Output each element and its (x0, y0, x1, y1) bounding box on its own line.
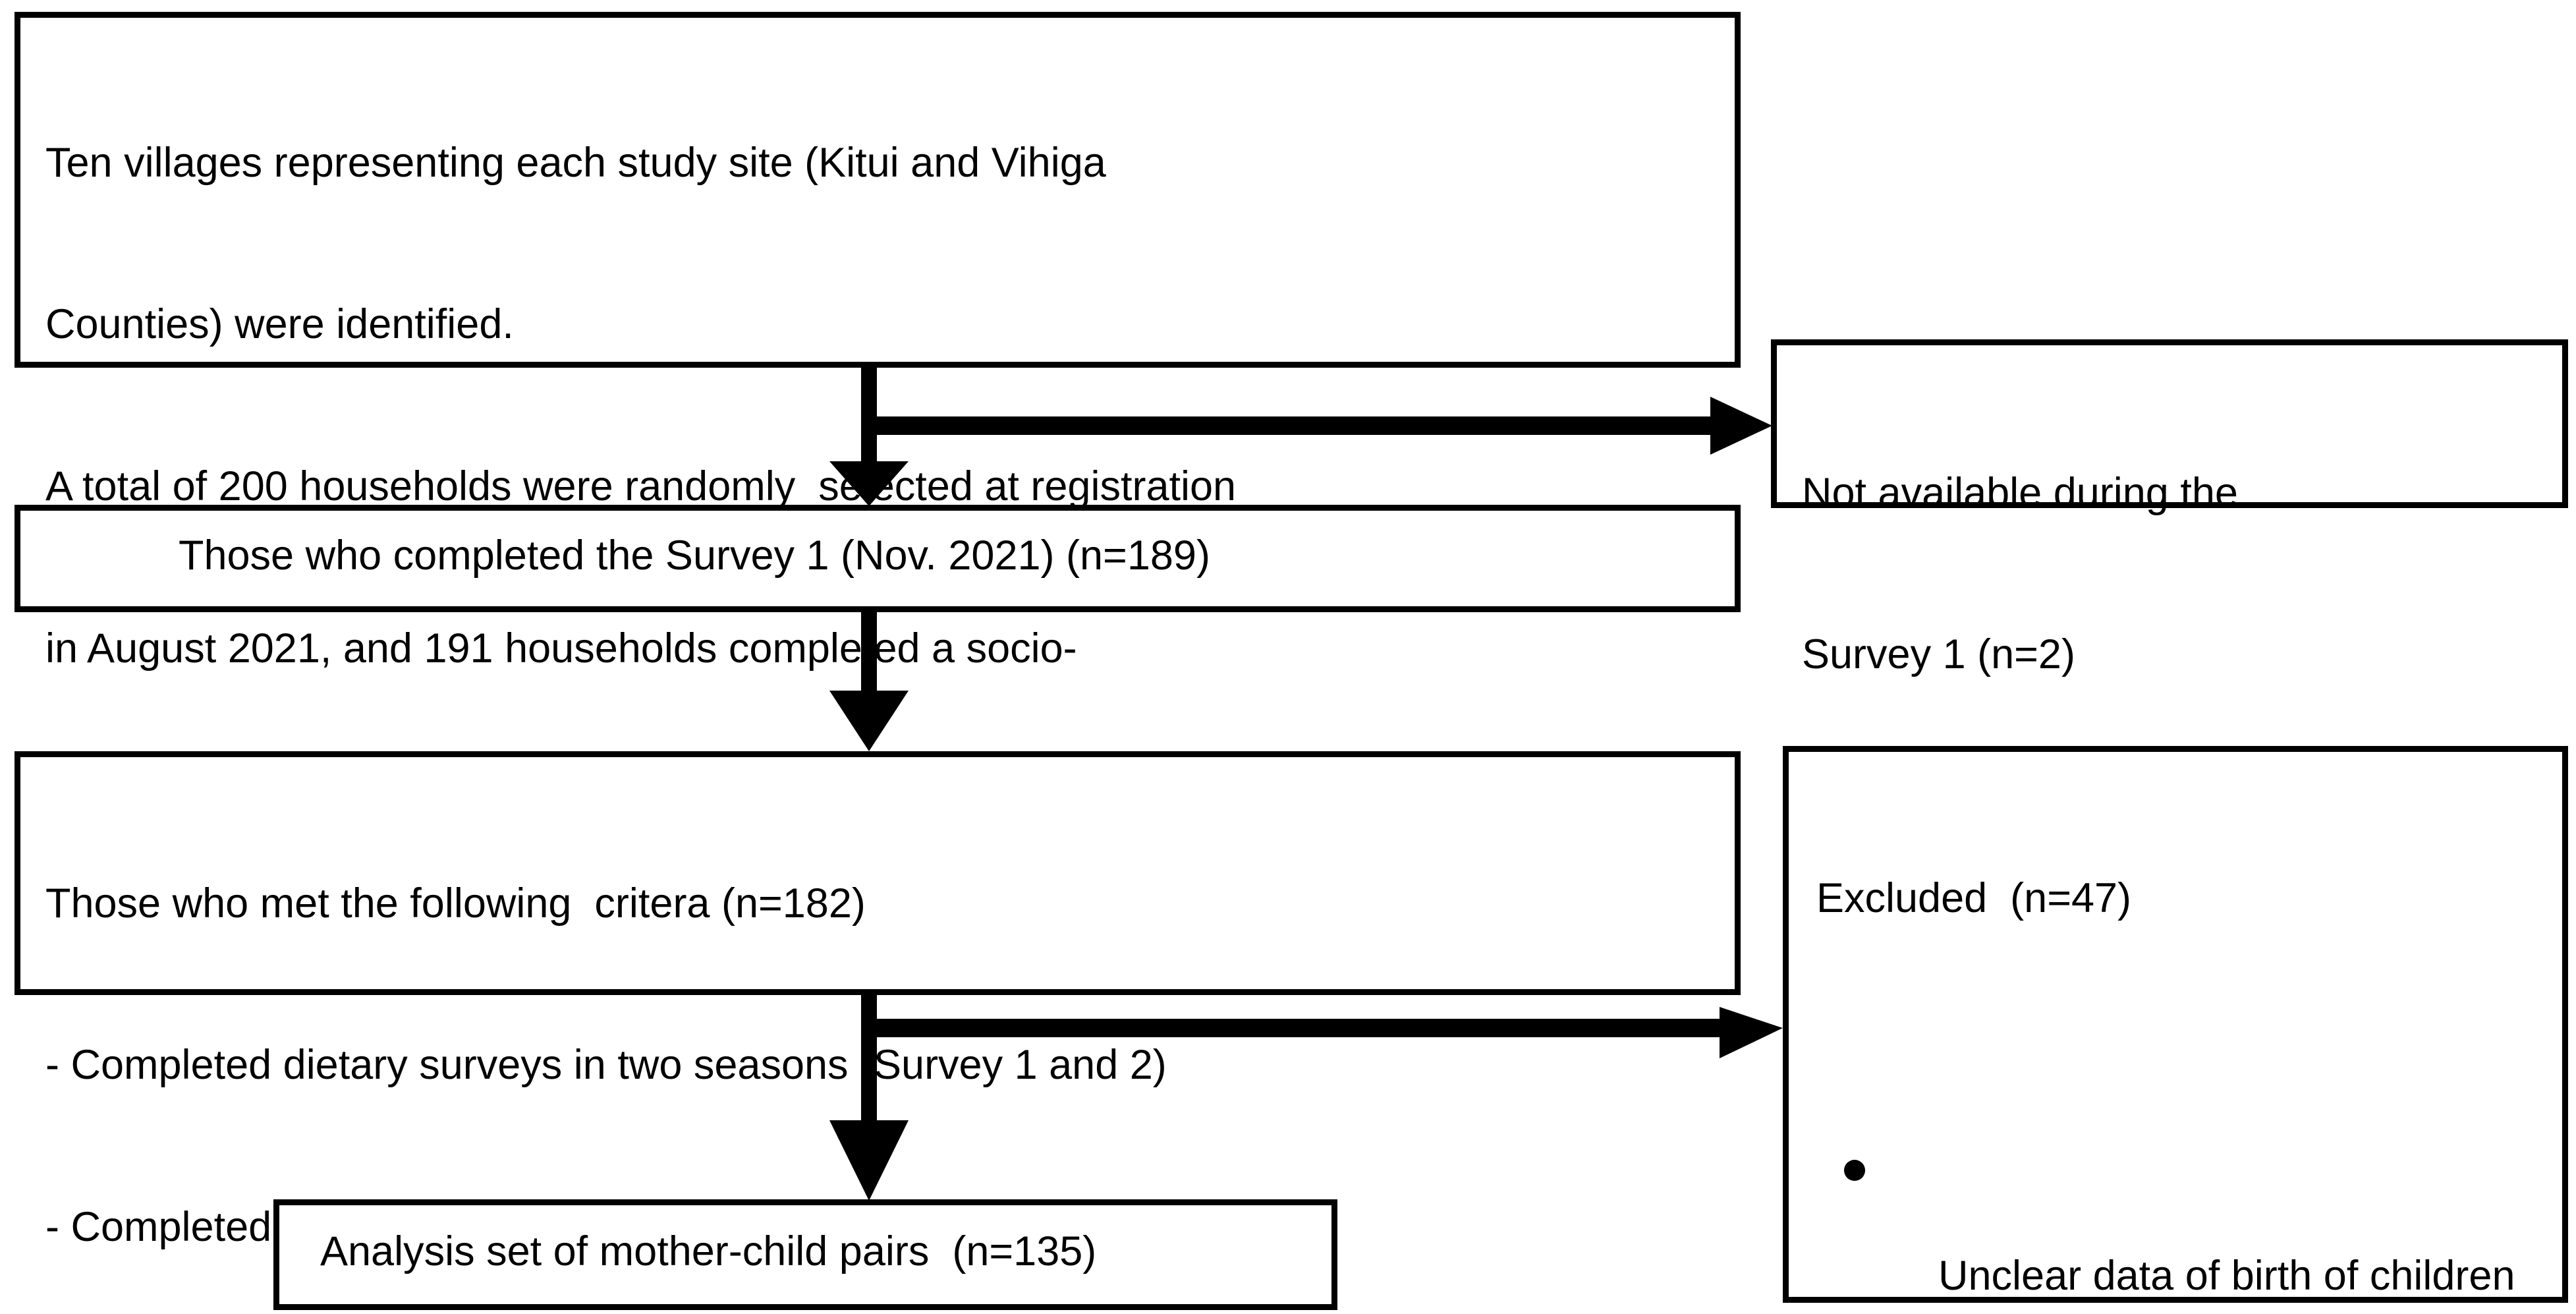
box-excluded-heading: Excluded (n=47) (1816, 874, 2132, 921)
box-intro-line-2: Counties) were identified. (45, 301, 514, 348)
box-criteria-item-1: - Completed dietary surveys in two seaso… (45, 1042, 1167, 1089)
box-intro-line-1: Ten villages representing each study sit… (45, 139, 1106, 186)
box-analysis-set: Analysis set of mother-child pairs (n=13… (273, 1199, 1337, 1310)
bullet-dot-icon (1844, 1160, 1865, 1182)
box-not-available-text: Not available during the Survey 1 (n=2) (1802, 358, 2238, 790)
box-criteria: Those who met the following critera (n=1… (14, 751, 1741, 1250)
excluded-bullet-item-1: Unclear data of birth of children (1816, 1141, 2528, 1303)
box-excluded: Excluded (n=47) Unclear data of birth of… (1783, 746, 2568, 1303)
box-intro-line-3: A total of 200 households were randomly … (45, 463, 1237, 510)
box-intro-line-4: in August 2021, and 191 households compl… (45, 625, 1077, 671)
box-intro-text: Ten villages representing each study sit… (45, 28, 1236, 946)
box-excluded-text: Excluded (n=47) Unclear data of birth of… (1816, 764, 2528, 1314)
box-criteria-heading: Those who met the following critera (n=1… (45, 880, 866, 927)
excluded-bullet-label-1: Unclear data of birth of children (1938, 1253, 2515, 1300)
box-survey1: Those who completed the Survey 1 (Nov. 2… (14, 505, 1741, 612)
box-analysis-set-text: Analysis set of mother-child pairs (n=13… (320, 1228, 1097, 1274)
box-intro: Ten villages representing each study sit… (14, 12, 1741, 833)
box-not-available-line-1: Not available during the (1802, 469, 2238, 516)
box-not-available: Not available during the Survey 1 (n=2) (1771, 339, 2568, 677)
excluded-bullet-list: Unclear data of birth of children Under … (1816, 1033, 2528, 1314)
box-survey1-text: Those who completed the Survey 1 (Nov. 2… (179, 532, 1210, 579)
box-not-available-line-2: Survey 1 (n=2) (1802, 631, 2075, 678)
